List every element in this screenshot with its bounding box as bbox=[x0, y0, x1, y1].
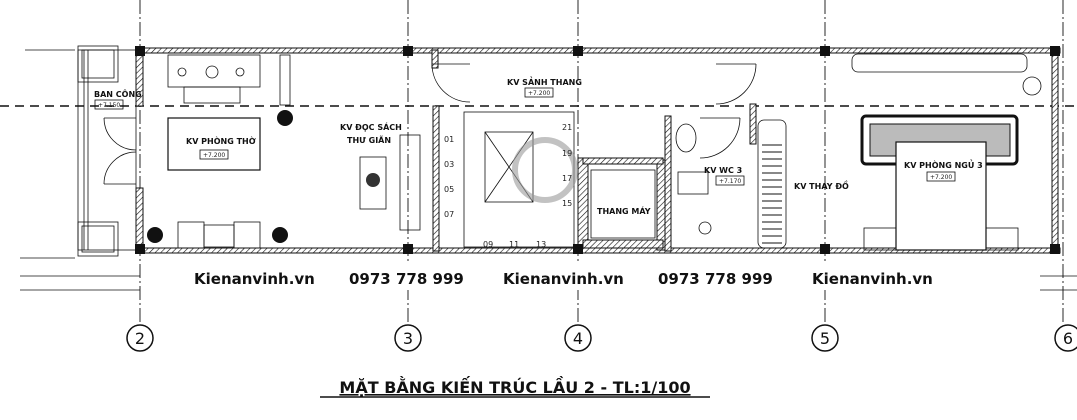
watermark-phone: 0973 778 999 bbox=[658, 270, 773, 288]
axis-markers: 2 3 4 5 6 bbox=[126, 324, 1077, 352]
room-dressing-label: KV THAY ĐỒ bbox=[794, 179, 849, 191]
stair-step: 15 bbox=[562, 199, 572, 208]
room-balcony-label: BAN CÔNG bbox=[94, 88, 142, 99]
stair-step: 21 bbox=[562, 123, 572, 132]
stair-step: 09 bbox=[483, 240, 493, 249]
stair-step: 19 bbox=[562, 149, 572, 158]
room-bedroom-label: KV PHÒNG NGỦ 3 bbox=[904, 158, 983, 170]
watermark-row: Kienanvinh.vn 0973 778 999 Kienanvinh.vn… bbox=[180, 264, 1040, 290]
room-wc-label: KV WC 3 bbox=[704, 166, 742, 175]
stair-step: 11 bbox=[509, 240, 519, 249]
watermark-website: Kienanvinh.vn bbox=[812, 270, 933, 288]
room-reading-label-2: THƯ GIÃN bbox=[347, 135, 391, 145]
watermark-website: Kienanvinh.vn bbox=[503, 270, 624, 288]
watermark-website: Kienanvinh.vn bbox=[194, 270, 315, 288]
stair-step: 13 bbox=[536, 240, 546, 249]
room-labels: BAN CÔNG +7.150 KV PHÒNG THỜ +7.200 KV Đ… bbox=[94, 76, 983, 216]
stair-step: 05 bbox=[444, 185, 454, 194]
watermark-phone: 0973 778 999 bbox=[349, 270, 464, 288]
stair-step: 03 bbox=[444, 160, 454, 169]
room-elevator-label: THANG MÁY bbox=[597, 205, 651, 216]
furniture bbox=[103, 53, 1042, 251]
walls bbox=[77, 45, 1061, 257]
axis-label: 6 bbox=[1063, 329, 1073, 348]
stair-step: 07 bbox=[444, 210, 454, 219]
axis-label: 4 bbox=[573, 329, 583, 348]
room-altar-label: KV PHÒNG THỜ bbox=[186, 135, 256, 146]
drawing-title: MẶT BẰNG KIẾN TRÚC LẦU 2 - TL:1/100 bbox=[339, 376, 690, 397]
stair-step-numbers: 01 03 05 07 09 11 13 15 17 19 21 bbox=[444, 123, 572, 249]
stair-step: 17 bbox=[562, 174, 572, 183]
room-balcony-level: +7.150 bbox=[98, 102, 120, 109]
axis-label: 3 bbox=[403, 329, 413, 348]
room-bedroom-level: +7.200 bbox=[930, 174, 952, 181]
room-stair-hall-label: KV SẢNH THANG bbox=[507, 76, 582, 87]
axis-label: 5 bbox=[820, 329, 830, 348]
logo-watermark bbox=[512, 137, 578, 203]
room-stair-hall-level: +7.200 bbox=[528, 90, 550, 97]
room-wc-level: +7.170 bbox=[719, 178, 741, 185]
stair-step: 01 bbox=[444, 135, 454, 144]
room-altar-level: +7.200 bbox=[203, 152, 225, 159]
axis-label: 2 bbox=[135, 329, 145, 348]
room-reading-label: KV ĐỌC SÁCH bbox=[340, 121, 402, 132]
